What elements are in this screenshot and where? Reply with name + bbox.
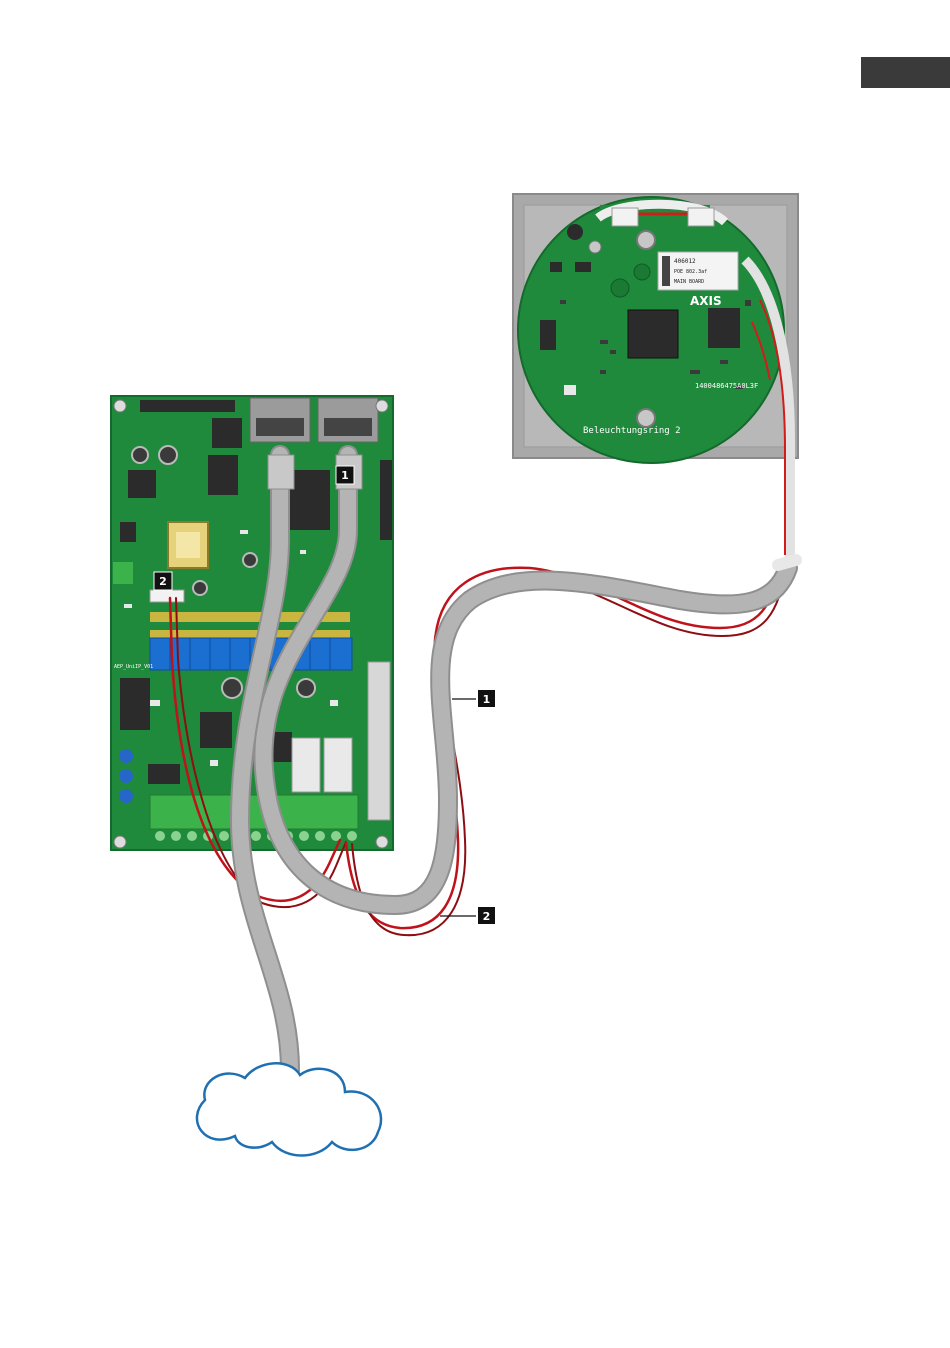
svg-text:2: 2: [159, 575, 167, 588]
pcb-label-line: POE 802.3af: [674, 269, 707, 275]
marker-2-board: 2: [154, 572, 172, 590]
green-terminal-block: [150, 795, 358, 829]
pcb-serial-number: 1400486475A0L3F: [695, 382, 758, 390]
svg-text:2: 2: [483, 910, 491, 923]
pcb-label-line: 406012: [674, 258, 696, 265]
svg-text:1: 1: [483, 693, 491, 706]
pcb-brand-logo: AXIS: [690, 294, 722, 308]
pcb-label-line: MAIN BOARD: [674, 279, 704, 285]
network-cloud: [197, 1063, 381, 1155]
marker-2-callout: 2: [478, 907, 495, 924]
marker-1-board: 1: [336, 466, 354, 484]
camera-module: 406012 POE 802.3af MAIN BOARD AXIS 14004…: [513, 194, 798, 560]
svg-text:1: 1: [341, 469, 349, 482]
board-code-text: AEP_UniIP_V01: [114, 664, 153, 670]
pcb-silkscreen-text: Beleuchtungsring 2: [583, 426, 681, 436]
camera-soc-chip: [628, 310, 678, 358]
marker-1-callout: 1: [478, 690, 495, 707]
